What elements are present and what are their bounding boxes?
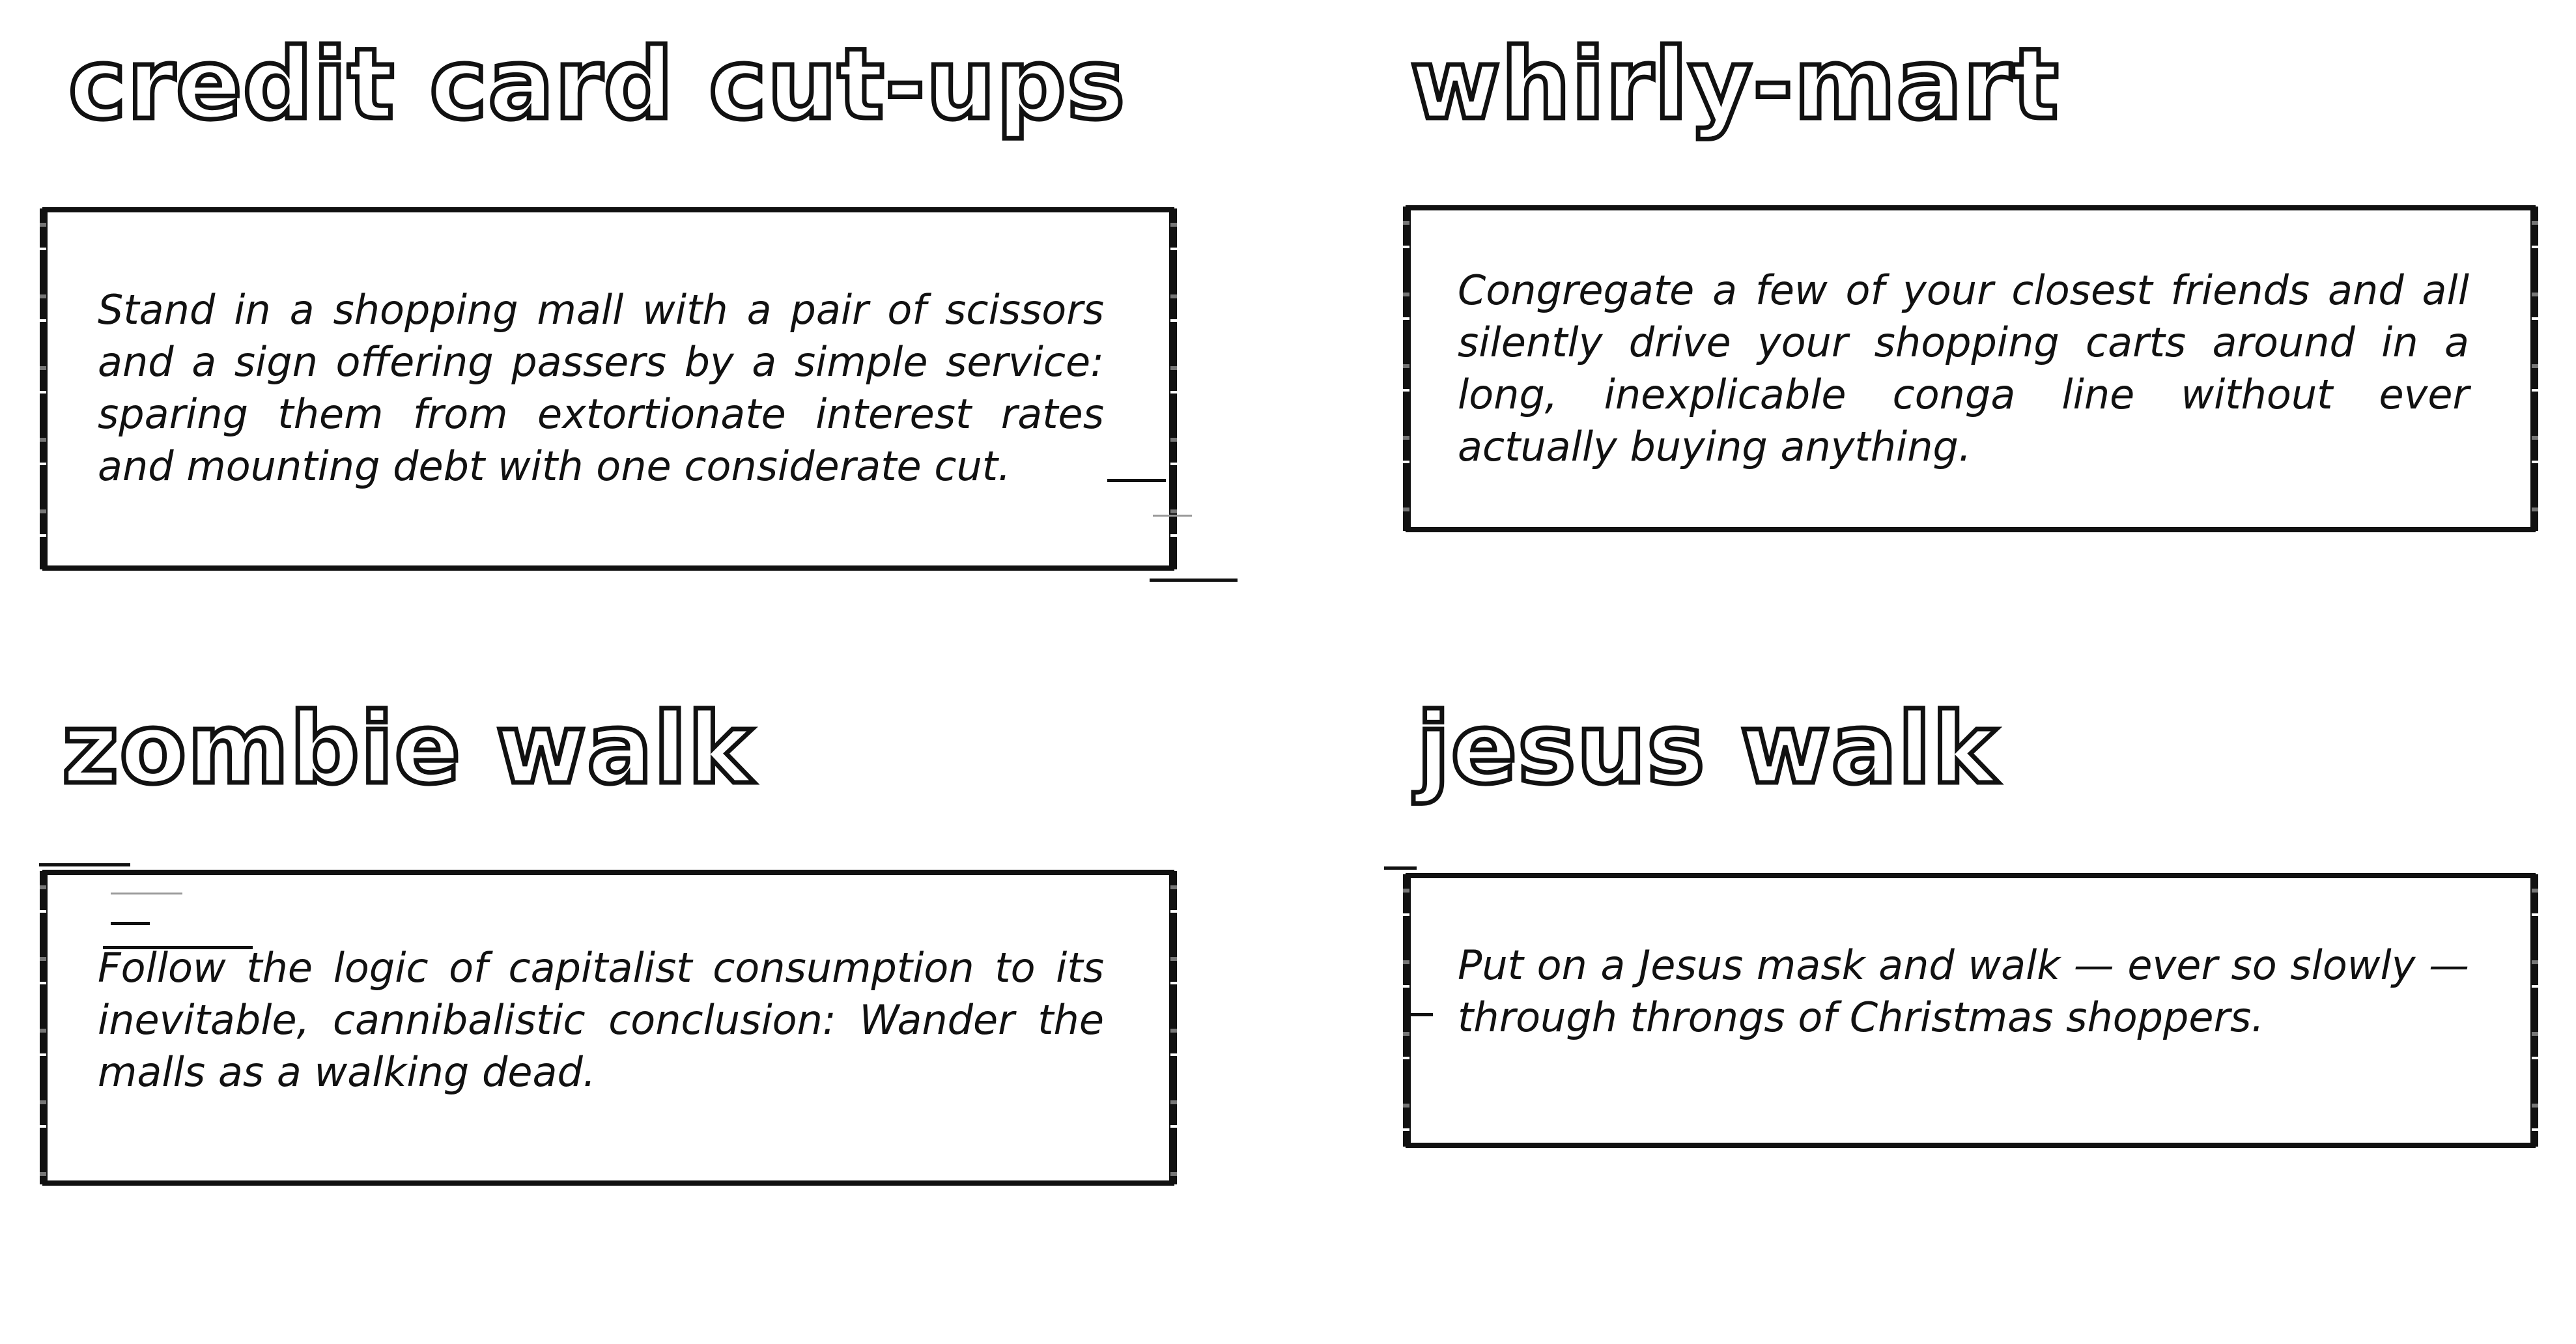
- card-title-zombie-walk: zombie walk: [59, 693, 754, 806]
- scratch-mark: [39, 863, 130, 866]
- card-title-credit-card-cut-ups: credit card cut-ups: [66, 28, 1127, 141]
- card-title-jesus-walk: jesus walk: [1415, 693, 2000, 806]
- scratch-mark: [1410, 1013, 1433, 1016]
- scratch-mark: [1153, 515, 1192, 517]
- scratch-mark: [1384, 866, 1417, 870]
- card-text-jesus-walk: Put on a Jesus mask and walk — ever so s…: [1458, 941, 2469, 1041]
- scratch-mark: [111, 893, 182, 894]
- scratch-mark: [103, 946, 253, 949]
- card-text-credit-card-cut-ups: Stand in a shopping mall with a pair of …: [98, 286, 1104, 490]
- card-box-credit-card-cut-ups: [40, 207, 1177, 571]
- card-text-whirly-mart: Congregate a few of your closest friends…: [1458, 266, 2469, 470]
- card-box-jesus-walk: [1403, 873, 2538, 1148]
- card-text-zombie-walk: Follow the logic of capitalist consumpti…: [98, 944, 1104, 1096]
- card-box-whirly-mart: [1403, 205, 2538, 532]
- scratch-mark: [1107, 479, 1166, 482]
- scratch-mark: [1150, 579, 1238, 582]
- card-title-whirly-mart: whirly-mart: [1408, 28, 2060, 141]
- card-box-zombie-walk: [40, 870, 1177, 1186]
- scratch-mark: [111, 922, 150, 925]
